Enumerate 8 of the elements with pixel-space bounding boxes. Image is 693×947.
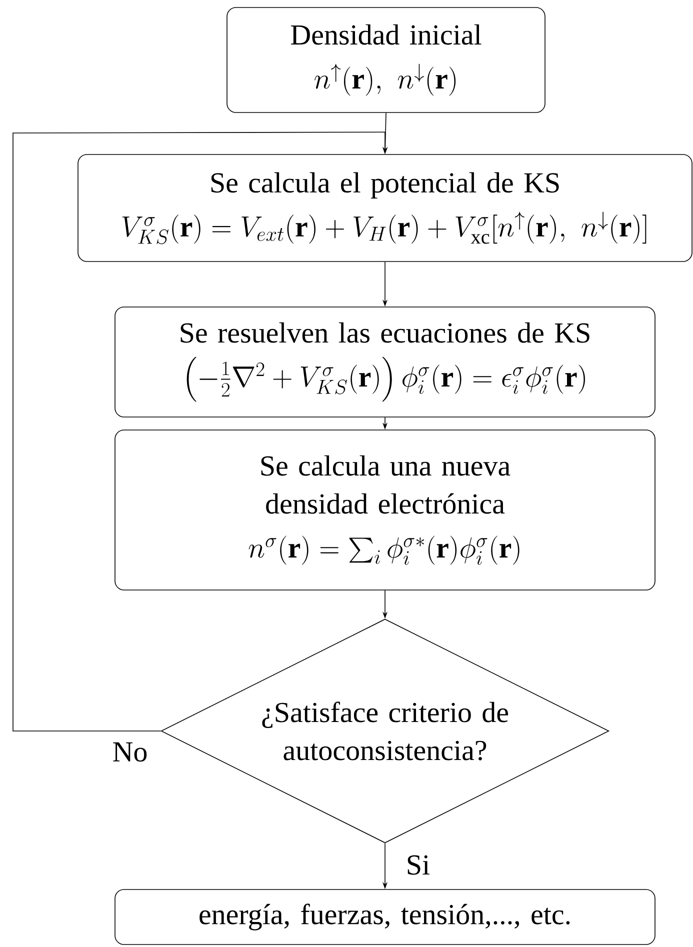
arrow: [12, 132, 388, 732]
edge-label: No: [111, 741, 149, 763]
edge-label: Si: [404, 854, 432, 876]
process-box: Se calcula el potencial de KS $V^{\sigma}_{KS}(\mathbf{r})=V_{ext}(\mathbf{r})+V_{H}(\mathbf{r})+V^{\sigma}_{\mathrm{xc}}[n^{\uparrow}(\mathbf{r}),\ n^{\downarrow}(\mathbf{r})]$: [78, 154, 692, 262]
process-box: Se calcula una nueva densidad electrónica $n^{\sigma}(\mathbf{r})=\sum_i\phi^{\sigma *}_i(\mathbf{r})\phi^{\sigma}_i(\mathbf{r})$: [114, 430, 656, 590]
process-box: Se resuelven las ecuaciones de KS $\left(-\frac{1}{2}\nabla^2+V^{\sigma}_{KS}(\mathbf{r})\right)\phi^{\sigma}_i(\mathbf{r})=\epsilon^{\sigma}_i\phi^{\sigma}_i(\mathbf{r})$: [114, 306, 656, 418]
process-box: Densidad inicial $n^{\uparrow}(\mathbf{r}),\ n^{\downarrow}(\mathbf{r})$: [226, 7, 546, 113]
process-box: energía, fuerzas, tensión,..., etc.: [114, 889, 656, 945]
